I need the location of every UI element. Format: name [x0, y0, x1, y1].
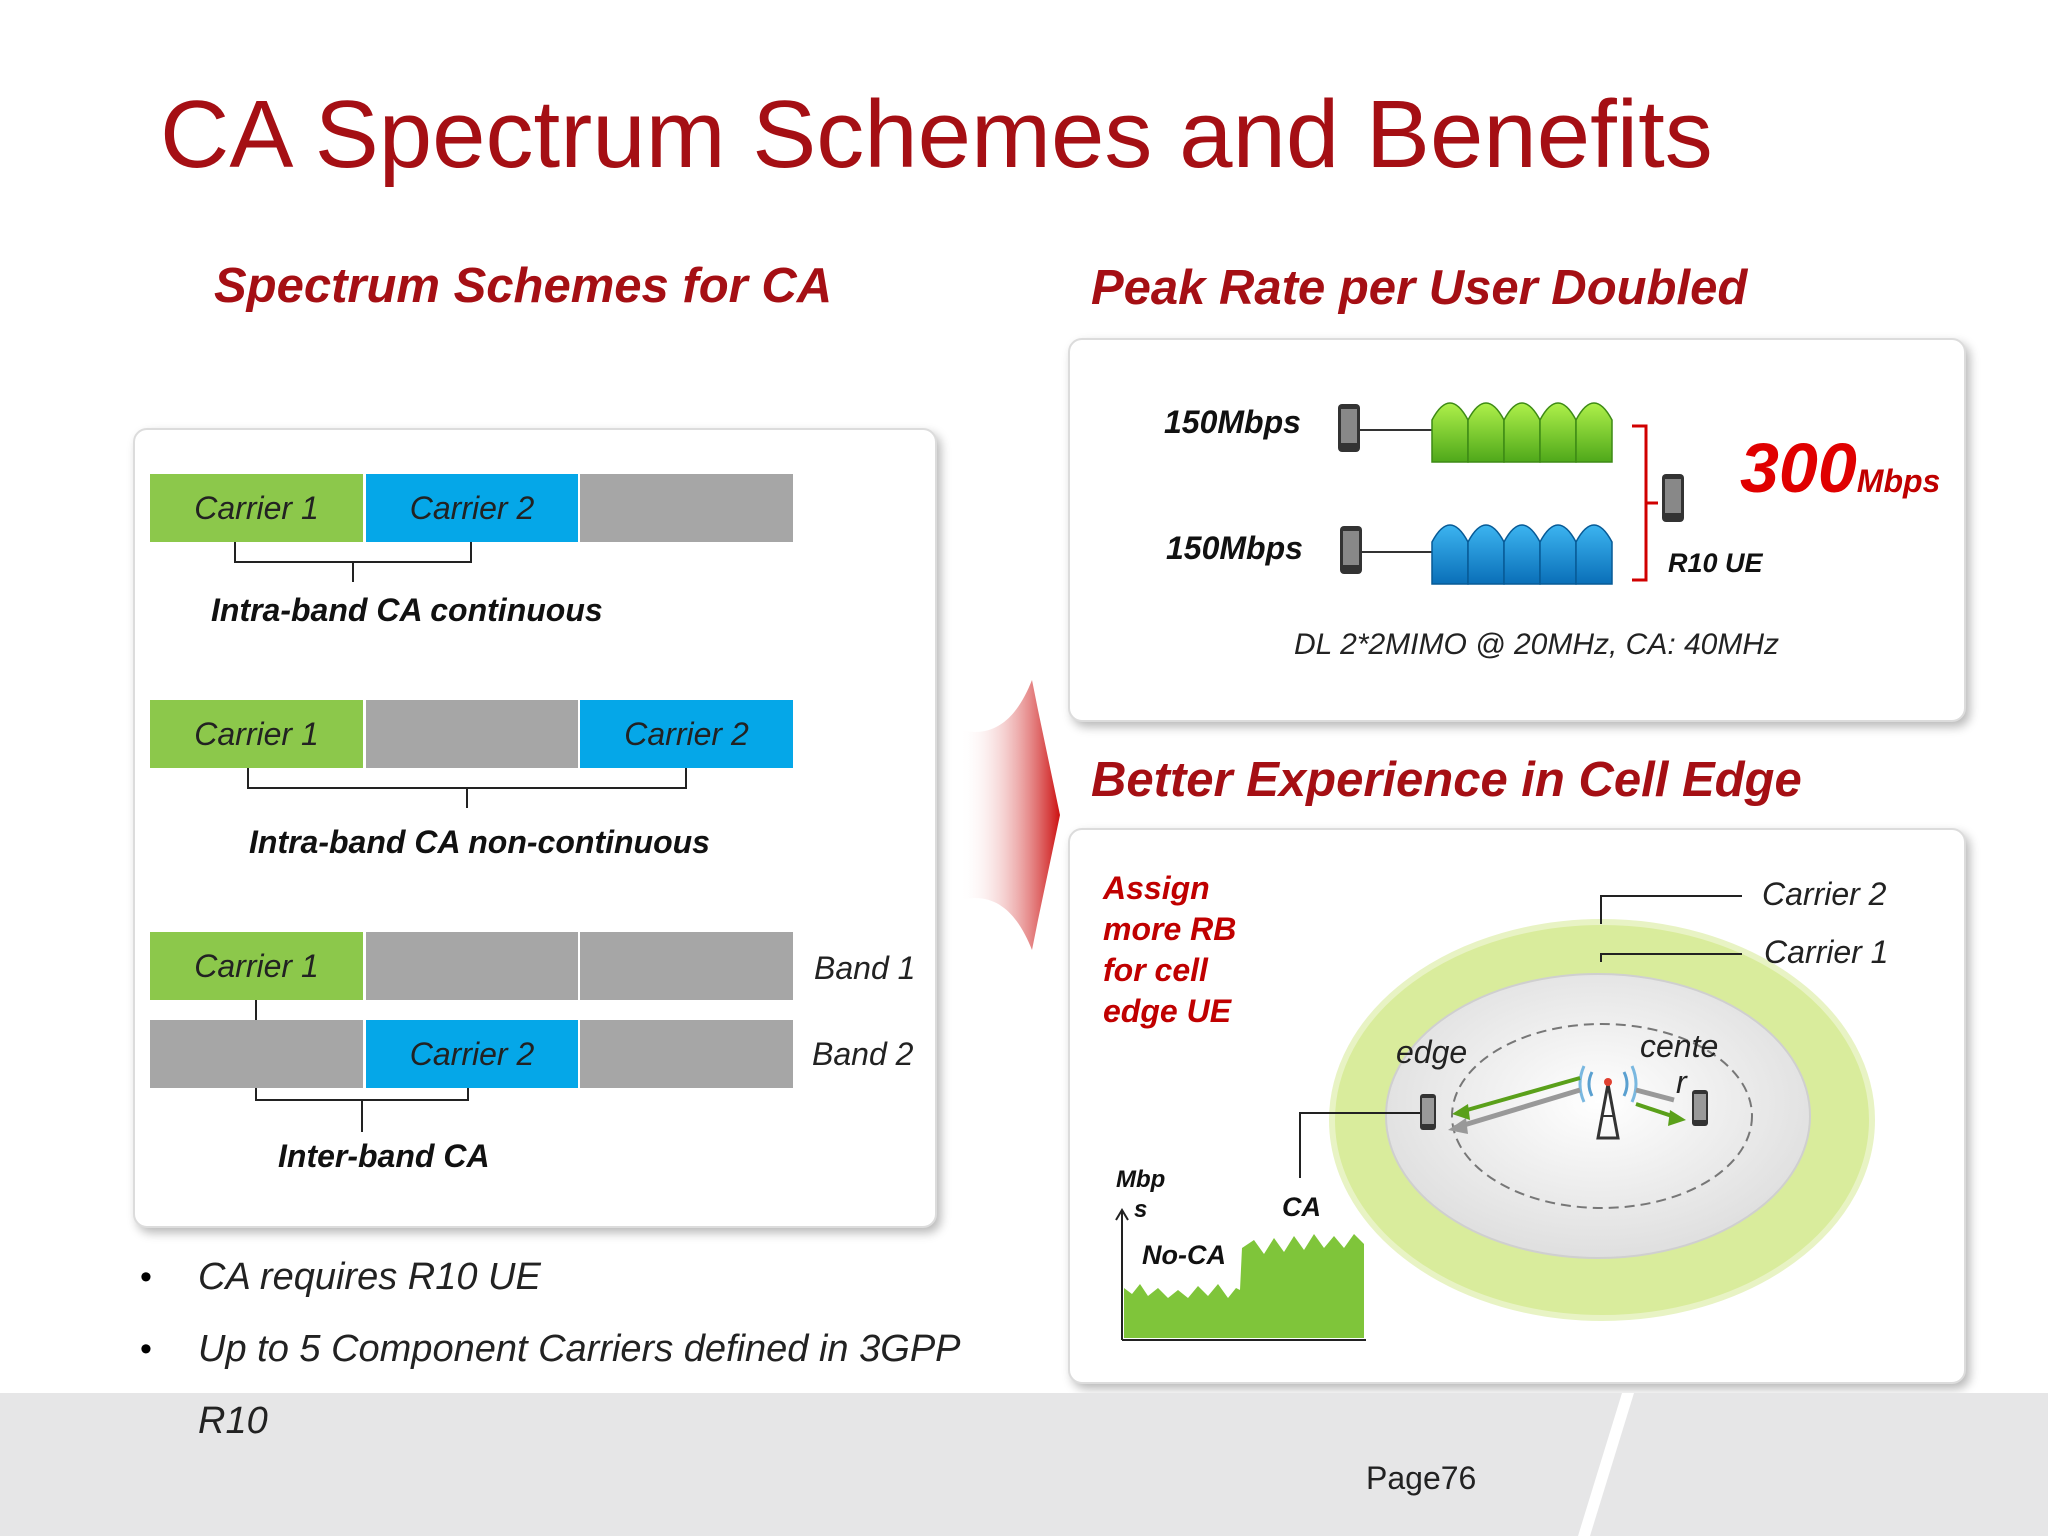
axis-label-wrap: s — [1134, 1196, 1148, 1223]
throughput-chart — [1115, 1208, 1366, 1341]
phone-icon — [1692, 1090, 1708, 1126]
phone-icon — [1662, 474, 1684, 522]
scheme2-carrier1: Carrier 1 — [150, 700, 363, 768]
scheme3-band2-unused — [580, 1020, 793, 1088]
scheme2-gap-spectrum — [366, 700, 578, 768]
carrier-label: Carrier 1 — [194, 489, 319, 526]
scheme1-carrier1: Carrier 1 — [150, 474, 363, 542]
carrier2-label: Carrier 2 — [1762, 876, 1887, 912]
r10-ue-label: R10 UE — [1668, 548, 1763, 578]
scheme1-carrier2: Carrier 2 — [366, 474, 578, 542]
scheme3-band1-unused — [366, 932, 578, 1000]
rate-label-top: 150Mbps — [1164, 404, 1301, 440]
page-number: Page76 — [1366, 1460, 1477, 1496]
phone-icon — [1338, 404, 1360, 452]
band1-label: Band 1 — [814, 950, 916, 986]
bullet-item: • Up to 5 Component Carriers defined in … — [140, 1326, 1040, 1457]
bullet-dot: • — [140, 1330, 152, 1368]
scheme3-band2-unused — [150, 1020, 363, 1088]
bullet-text: Up to 5 Component Carriers defined in 3G… — [198, 1313, 961, 1457]
carrier-label: Carrier 2 — [624, 715, 749, 752]
carrier-label: Carrier 2 — [409, 489, 535, 526]
peak-total: 300Mbps — [1740, 428, 1940, 508]
bullet-text-line: Up to 5 Component Carriers defined in 3G… — [198, 1328, 961, 1370]
assign-line: edge UE — [1103, 993, 1232, 1029]
scheme2-label: Intra-band CA non-continuous — [249, 824, 710, 860]
phone-icon — [1340, 526, 1362, 574]
phone-icon — [1420, 1094, 1436, 1130]
axis-label: Mbp — [1116, 1166, 1166, 1193]
bullet-text: CA requires R10 UE — [198, 1256, 541, 1298]
center-label-wrap: r — [1676, 1064, 1687, 1100]
assign-line: more RB — [1103, 911, 1237, 947]
right-arrow-icon — [960, 680, 1060, 950]
peak-total-number: 300 — [1740, 429, 1857, 507]
scheme1-label: Intra-band CA continuous — [211, 592, 603, 628]
cell-edge-heading: Better Experience in Cell Edge — [1091, 753, 1802, 807]
bullet-text-line: R10 — [198, 1400, 268, 1442]
carrier-label: Carrier 2 — [409, 1035, 535, 1072]
cell-coverage-diagram — [1115, 895, 1875, 1341]
carrier-label: Carrier 1 — [194, 715, 319, 752]
scheme3-band1-unused — [580, 932, 793, 1000]
carrier-waves — [1338, 402, 1684, 585]
no-ca-label: No-CA — [1142, 1240, 1226, 1270]
spectrum-schemes-heading: Spectrum Schemes for CA — [214, 259, 833, 313]
edge-label: edge — [1396, 1034, 1468, 1070]
assign-line: Assign — [1103, 870, 1210, 906]
peak-rate-heading: Peak Rate per User Doubled — [1091, 261, 1748, 315]
peak-caption: DL 2*2MIMO @ 20MHz, CA: 40MHz — [1294, 628, 1780, 661]
scheme1-unused-spectrum — [580, 474, 793, 542]
band2-label: Band 2 — [812, 1036, 914, 1072]
scheme3-band2-carrier2: Carrier 2 — [366, 1020, 578, 1088]
carrier-label: Carrier 1 — [194, 947, 319, 984]
peak-total-unit: Mbps — [1856, 463, 1941, 499]
slide-title: CA Spectrum Schemes and Benefits — [160, 81, 1713, 188]
footer-divider — [1578, 1393, 1634, 1536]
center-label: cente — [1640, 1028, 1719, 1064]
footer-band — [0, 1393, 2048, 1536]
assign-rb-text: Assign more RB for cell edge UE — [1103, 868, 1236, 1032]
cell-tower-icon — [1578, 1065, 1638, 1140]
scheme3-band1-carrier1: Carrier 1 — [150, 932, 363, 1000]
rate-label-bottom: 150Mbps — [1166, 530, 1303, 566]
scheme2-carrier2: Carrier 2 — [580, 700, 793, 768]
bullet-list: • CA requires R10 UE • Up to 5 Component… — [140, 1254, 1040, 1457]
scheme3-label: Inter-band CA — [278, 1138, 490, 1174]
bullet-dot: • — [140, 1258, 152, 1296]
bullet-item: • CA requires R10 UE — [140, 1254, 1040, 1326]
ca-label: CA — [1282, 1192, 1321, 1222]
carrier1-label: Carrier 1 — [1764, 934, 1889, 970]
assign-line: for cell — [1103, 952, 1208, 988]
